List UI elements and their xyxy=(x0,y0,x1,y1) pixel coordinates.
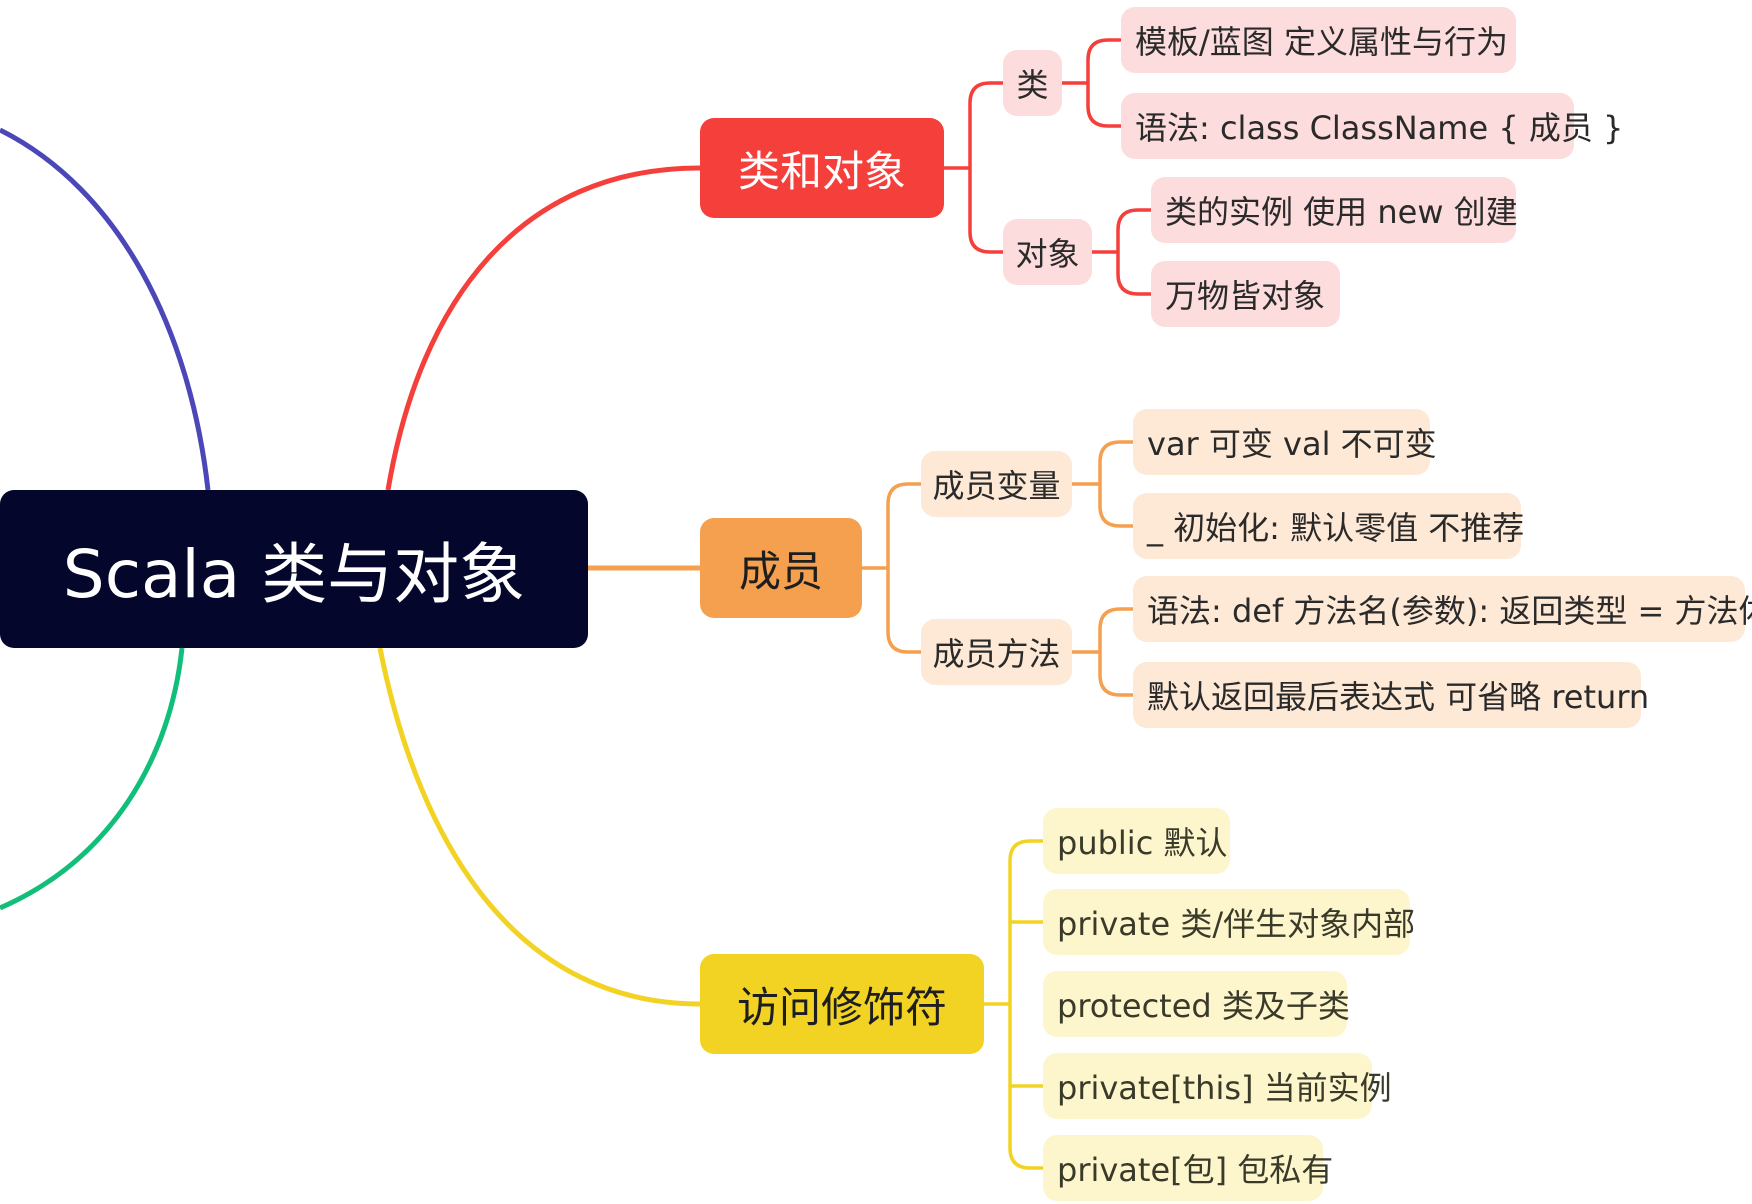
leaf-variables-2-text: _ 初始化: 默认零值 不推荐 xyxy=(1147,509,1525,547)
leaf-class-1[interactable]: 模板/蓝图 定义属性与行为 xyxy=(1121,7,1516,73)
node-members[interactable]: 成员 xyxy=(700,518,862,618)
link-offscreen-blue xyxy=(0,127,211,491)
node-members-label: 成员 xyxy=(738,546,823,596)
leaf-access-private-package[interactable]: private[包] 包私有 xyxy=(1043,1135,1333,1201)
leaf-object-1-text: 类的实例 使用 new 创建 xyxy=(1165,193,1518,231)
node-class-label: 类 xyxy=(1016,66,1049,104)
node-access-modifiers[interactable]: 访问修饰符 xyxy=(700,954,984,1054)
link-root-class-object xyxy=(385,165,701,491)
leaf-class-2-text: 语法: class ClassName { 成员 } xyxy=(1135,109,1624,147)
leaf-variables-2[interactable]: _ 初始化: 默认零值 不推荐 xyxy=(1133,493,1525,559)
leaf-access-private-package-text: private[包] 包私有 xyxy=(1057,1151,1334,1189)
links-access xyxy=(984,839,1043,1170)
leaf-access-public-text: public 默认 xyxy=(1057,824,1228,862)
leaf-methods-2[interactable]: 默认返回最后表达式 可省略 return xyxy=(1133,662,1649,728)
node-member-variables-label: 成员变量 xyxy=(932,467,1061,505)
links-class-object xyxy=(944,38,1151,296)
root-label: Scala 类与对象 xyxy=(62,536,526,613)
node-class-object-label: 类和对象 xyxy=(737,146,906,196)
node-member-variables[interactable]: 成员变量 xyxy=(921,451,1072,517)
links-members xyxy=(862,440,1133,697)
leaf-access-private-text: private 类/伴生对象内部 xyxy=(1057,905,1416,943)
leaf-access-private[interactable]: private 类/伴生对象内部 xyxy=(1043,889,1415,955)
leaf-access-protected-text: protected 类及子类 xyxy=(1057,987,1350,1025)
leaf-access-private-this-text: private[this] 当前实例 xyxy=(1057,1069,1392,1107)
leaf-class-2[interactable]: 语法: class ClassName { 成员 } xyxy=(1121,93,1623,159)
node-member-methods-label: 成员方法 xyxy=(932,635,1061,673)
node-class-object[interactable]: 类和对象 xyxy=(700,118,944,218)
leaf-access-protected[interactable]: protected 类及子类 xyxy=(1043,971,1350,1037)
leaf-variables-1-text: var 可变 val 不可变 xyxy=(1147,425,1437,463)
leaf-methods-1[interactable]: 语法: def 方法名(参数): 返回类型 = 方法体 xyxy=(1133,576,1752,642)
node-member-methods[interactable]: 成员方法 xyxy=(921,619,1072,685)
leaf-object-2-text: 万物皆对象 xyxy=(1165,277,1326,315)
leaf-variables-1[interactable]: var 可变 val 不可变 xyxy=(1133,409,1437,475)
leaf-class-1-text: 模板/蓝图 定义属性与行为 xyxy=(1135,23,1508,61)
node-class[interactable]: 类 xyxy=(1003,50,1062,116)
leaf-methods-1-text: 语法: def 方法名(参数): 返回类型 = 方法体 xyxy=(1147,592,1752,630)
leaf-object-1[interactable]: 类的实例 使用 new 创建 xyxy=(1151,177,1518,243)
node-object[interactable]: 对象 xyxy=(1003,219,1092,285)
node-access-modifiers-label: 访问修饰符 xyxy=(736,982,947,1032)
link-offscreen-green xyxy=(0,647,185,911)
leaf-object-2[interactable]: 万物皆对象 xyxy=(1151,261,1340,327)
leaf-access-private-this[interactable]: private[this] 当前实例 xyxy=(1043,1053,1392,1119)
node-object-label: 对象 xyxy=(1015,235,1080,273)
root-node[interactable]: Scala 类与对象 xyxy=(0,490,588,648)
leaf-methods-2-text: 默认返回最后表达式 可省略 return xyxy=(1147,678,1650,716)
link-root-access xyxy=(377,647,701,1007)
leaf-access-public[interactable]: public 默认 xyxy=(1043,808,1230,874)
